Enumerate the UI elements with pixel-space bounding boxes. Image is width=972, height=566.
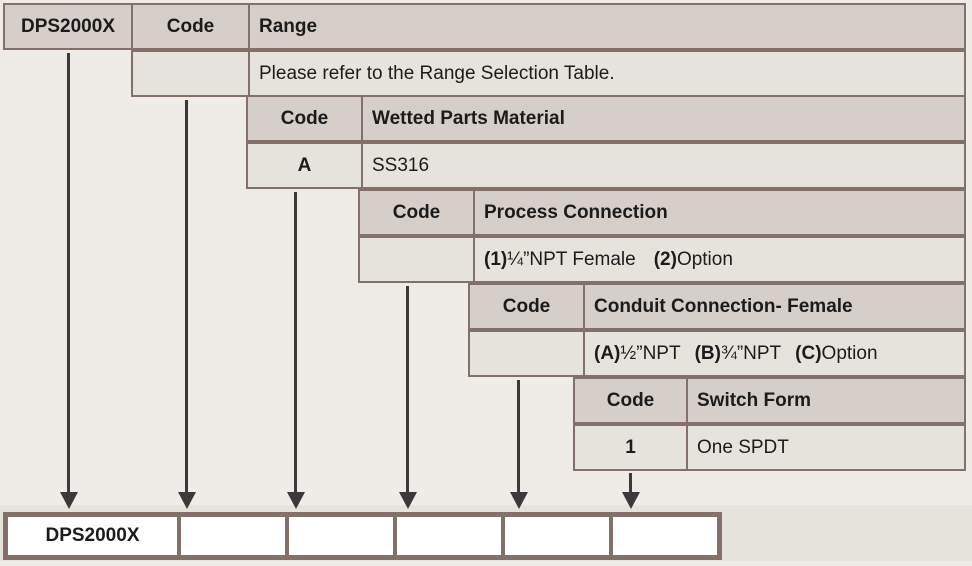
- conduit-option-c-code: (C): [795, 342, 822, 364]
- switch-form-code-header: Code: [575, 379, 688, 422]
- builder-slot-switch-form[interactable]: [613, 517, 717, 555]
- builder-slot-conduit-connection[interactable]: [505, 517, 609, 555]
- switch-form-code-value: 1: [575, 426, 688, 469]
- row-wetted-parts-values: A SS316: [246, 142, 966, 189]
- range-code-header: Code: [133, 5, 250, 48]
- arrow-switch-form-code-to-slot-6: [629, 473, 632, 493]
- conduit-connection-attribute-header: Conduit Connection- Female: [585, 285, 964, 328]
- process-option-1-code: (1): [484, 248, 508, 270]
- switch-form-option: One SPDT: [688, 426, 964, 469]
- process-connection-code-header: Code: [360, 191, 475, 234]
- row-conduit-connection-header: Code Conduit Connection- Female: [468, 283, 966, 330]
- process-connection-attribute-header: Process Connection: [475, 191, 964, 234]
- wetted-parts-code-value: A: [248, 144, 363, 187]
- row-range-header: DPS2000X Code Range: [3, 3, 966, 50]
- process-connection-code-value: [360, 238, 475, 281]
- conduit-option-a-desc: ½”NPT: [620, 342, 681, 364]
- row-process-connection-header: Code Process Connection: [358, 189, 966, 236]
- process-option-2-code: (2): [653, 248, 677, 270]
- conduit-connection-options: (A) ½”NPT (B) ¾”NPT (C) Option: [585, 332, 964, 375]
- conduit-connection-code-header: Code: [470, 285, 585, 328]
- range-code-value: [133, 52, 250, 95]
- conduit-connection-code-value: [470, 332, 585, 375]
- builder-slot-model[interactable]: DPS2000X: [8, 517, 177, 555]
- conduit-option-b-code: (B): [694, 342, 721, 364]
- wetted-parts-code-header: Code: [248, 97, 363, 140]
- part-number-builder: DPS2000X: [3, 512, 722, 560]
- builder-slot-range[interactable]: [181, 517, 285, 555]
- conduit-option-c-desc: Option: [821, 342, 878, 364]
- process-option-1-desc: ¼”NPT Female: [507, 248, 636, 270]
- conduit-option-b-desc: ¾”NPT: [720, 342, 782, 364]
- row-switch-form-header: Code Switch Form: [573, 377, 966, 424]
- row-wetted-parts-header: Code Wetted Parts Material: [246, 95, 966, 142]
- wetted-parts-attribute-header: Wetted Parts Material: [363, 97, 964, 140]
- arrow-wetted-parts-code-to-slot-3: [294, 192, 297, 493]
- row-process-connection-values: (1) ¼”NPT Female (2) Option: [358, 236, 966, 283]
- builder-slot-wetted-parts[interactable]: [289, 517, 393, 555]
- arrow-process-connection-code-to-slot-4: [406, 286, 409, 493]
- arrow-range-code-to-slot-2: [185, 100, 188, 493]
- range-attribute-header: Range: [250, 5, 964, 48]
- wetted-parts-option: SS316: [363, 144, 964, 187]
- switch-form-attribute-header: Switch Form: [688, 379, 964, 422]
- conduit-option-a-code: (A): [594, 342, 621, 364]
- row-switch-form-values: 1 One SPDT: [573, 424, 966, 471]
- model-cell: DPS2000X: [5, 5, 133, 48]
- arrow-conduit-connection-code-to-slot-5: [517, 380, 520, 493]
- row-range-values: Please refer to the Range Selection Tabl…: [131, 50, 966, 97]
- process-connection-options: (1) ¼”NPT Female (2) Option: [475, 238, 964, 281]
- arrow-model-to-slot-1: [67, 53, 70, 493]
- row-conduit-connection-values: (A) ½”NPT (B) ¾”NPT (C) Option: [468, 330, 966, 377]
- builder-slot-process-connection[interactable]: [397, 517, 501, 555]
- range-note: Please refer to the Range Selection Tabl…: [250, 52, 964, 95]
- process-option-2-desc: Option: [676, 248, 733, 270]
